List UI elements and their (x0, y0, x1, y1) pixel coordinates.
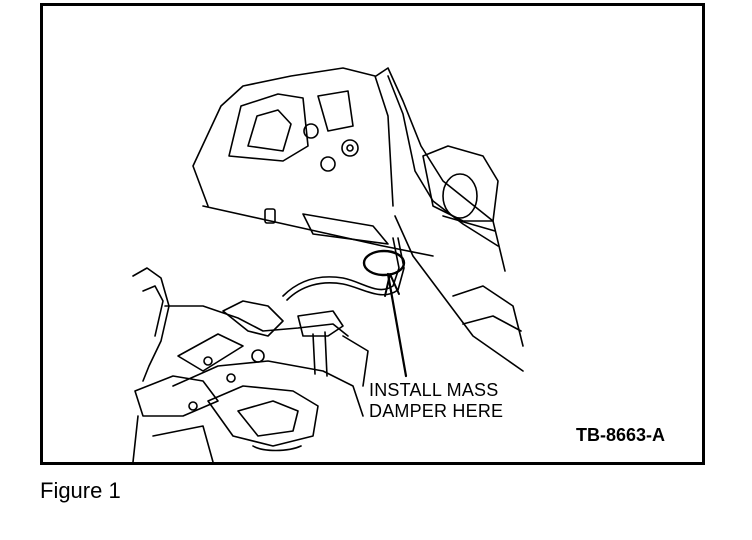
engine-assembly (132, 267, 369, 462)
engine-illustration (132, 67, 524, 462)
figure-code: TB-8663-A (576, 425, 666, 445)
body-panel (192, 67, 434, 257)
cable (282, 237, 405, 301)
inner-fender (375, 67, 524, 372)
damper-callout-marker (362, 249, 408, 378)
figure-caption: Figure 1 (40, 478, 121, 503)
figure-frame: INSTALL MASS DAMPER HERE TB-8663-A (40, 3, 705, 465)
callout-label: INSTALL MASS DAMPER HERE (369, 380, 504, 421)
